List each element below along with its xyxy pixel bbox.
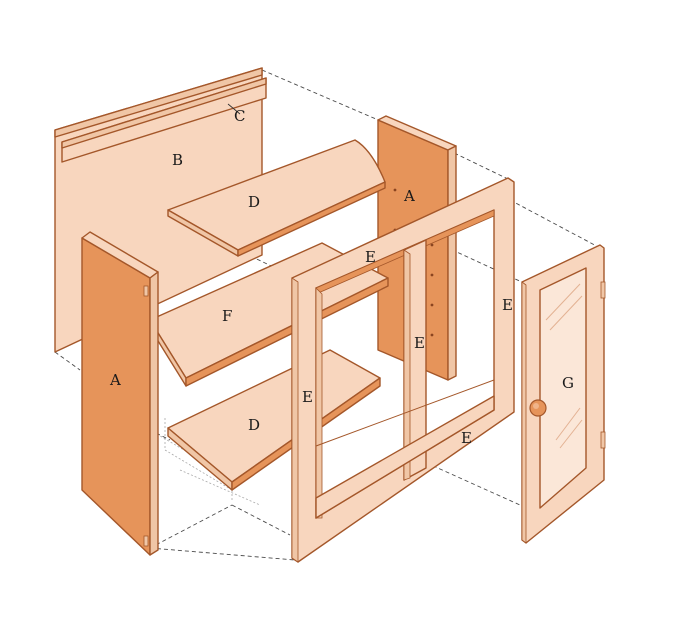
label-c: C: [234, 107, 245, 125]
side-panel-a-front: [81, 231, 159, 556]
top-rail-c: [61, 77, 267, 163]
label-e-bottom: E: [461, 429, 472, 447]
label-e-middle: E: [414, 334, 425, 352]
label-a-front: A: [109, 371, 121, 389]
door-g: [521, 244, 606, 544]
door-knob-icon: [529, 399, 547, 417]
label-d-top: D: [248, 193, 260, 211]
shelf-d-top: [167, 139, 386, 257]
label-a-back: A: [403, 187, 415, 205]
part-labels: C B D A E E F E A G E D E: [109, 107, 574, 447]
label-d-bottom: D: [248, 416, 260, 434]
label-e-top: E: [365, 248, 376, 266]
label-e-left: E: [302, 388, 313, 406]
label-e-right: E: [502, 296, 513, 314]
label-b: B: [172, 151, 183, 169]
label-g: G: [562, 374, 574, 392]
face-frame-e: [291, 177, 515, 563]
label-f: F: [222, 307, 232, 325]
